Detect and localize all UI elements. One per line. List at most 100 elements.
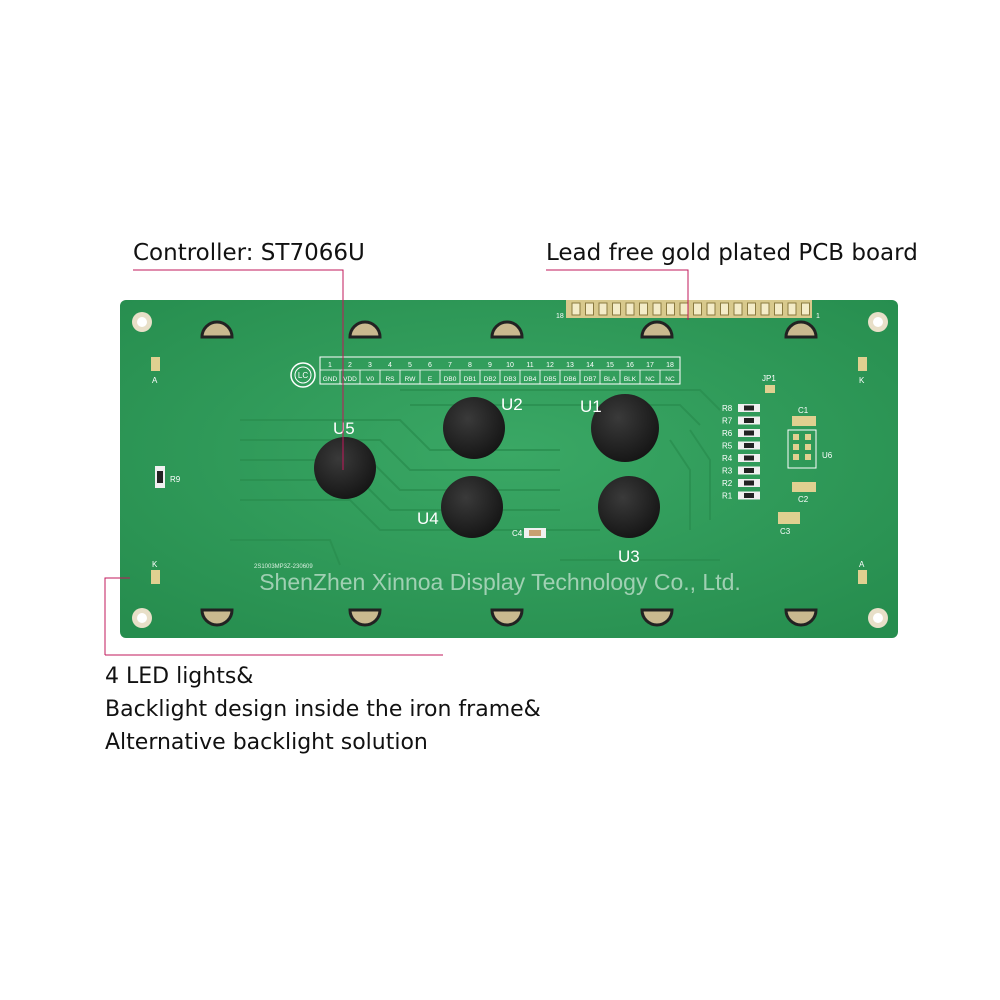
pin-name: DB7 — [584, 376, 597, 383]
pin-name: BLK — [624, 376, 637, 383]
resistor-label: R8 — [722, 404, 733, 413]
pin-number: 17 — [646, 362, 654, 369]
resistor-label: R6 — [722, 429, 733, 438]
pin-name: BLA — [604, 376, 617, 383]
header-pin — [706, 302, 716, 316]
pin-name: GND — [323, 376, 338, 383]
pin-name: VDD — [343, 376, 357, 383]
header-pin — [760, 302, 770, 316]
lc-logo: LC — [290, 362, 316, 388]
resistor-label: R2 — [722, 479, 733, 488]
chip-u5-label: U5 — [333, 419, 355, 438]
pin-number: 2 — [348, 362, 352, 369]
header-pin — [747, 302, 756, 316]
header-pin — [598, 302, 608, 316]
jp1-label: JP1 — [762, 374, 776, 383]
pin-number: 16 — [626, 362, 634, 369]
header-pin — [693, 302, 702, 316]
u6-chip-outline — [787, 429, 817, 469]
header-pin — [652, 302, 662, 316]
header-pin — [639, 302, 648, 316]
pin-name: RS — [385, 376, 395, 383]
header-pin — [720, 302, 729, 316]
c4-label: C4 — [512, 529, 523, 538]
chip-u3 — [598, 476, 660, 538]
r9-label: R9 — [170, 475, 181, 484]
pin-name: V0 — [366, 376, 374, 383]
pin-header — [566, 300, 812, 318]
u6-label: U6 — [822, 451, 833, 460]
pin-end-label: 1 — [816, 313, 820, 320]
pin-number: 10 — [506, 362, 514, 369]
pin-number: 4 — [388, 362, 392, 369]
pin-name: DB2 — [484, 376, 497, 383]
corner-label-tr: K — [859, 376, 865, 385]
pin-name: RW — [405, 376, 417, 383]
c1-label: C1 — [798, 406, 809, 415]
led-callout: 4 LED lights& Backlight design inside th… — [105, 660, 541, 759]
chip-u1 — [591, 394, 659, 462]
pin-number: 12 — [546, 362, 554, 369]
corner-label-bl: K — [152, 560, 158, 569]
chip-u5 — [314, 437, 376, 499]
mounting-holes — [132, 312, 888, 628]
pin-number: 15 — [606, 362, 614, 369]
header-pin — [585, 302, 594, 316]
chip-u4-label: U4 — [417, 509, 439, 528]
board-serial: 2S1003MP3Z-230609 — [254, 564, 313, 570]
corner-label-br: A — [859, 560, 865, 569]
pin-name: DB0 — [444, 376, 457, 383]
pin-name: DB5 — [544, 376, 557, 383]
resistor-label: R5 — [722, 442, 733, 451]
header-pin — [787, 302, 797, 316]
chip-u1-label: U1 — [580, 397, 602, 416]
pin-number: 8 — [468, 362, 472, 369]
pin-name: NC — [665, 376, 675, 383]
header-pin — [733, 302, 743, 316]
pin-number: 3 — [368, 362, 372, 369]
header-pin — [571, 302, 581, 316]
pin-number: 5 — [408, 362, 412, 369]
pin-number: 18 — [666, 362, 674, 369]
pin-number: 7 — [448, 362, 452, 369]
header-pin — [774, 302, 783, 316]
chip-u3-label: U3 — [618, 547, 640, 566]
svg-text:LC: LC — [298, 371, 308, 380]
header-pin — [666, 302, 675, 316]
pin-name: DB6 — [564, 376, 577, 383]
header-pin — [679, 302, 689, 316]
pin-number: 1 — [328, 362, 332, 369]
chip-u4 — [441, 476, 503, 538]
chip-u2 — [443, 397, 505, 459]
header-pin — [625, 302, 635, 316]
c2-label: C2 — [798, 495, 809, 504]
c2-capacitor — [792, 482, 816, 492]
pin-number: 9 — [488, 362, 492, 369]
watermark: ShenZhen Xinnoa Display Technology Co., … — [259, 569, 741, 595]
c1-capacitor — [792, 416, 816, 426]
controller-callout: Controller: ST7066U — [133, 240, 365, 266]
c3-label: C3 — [780, 527, 791, 536]
resistor-label: R3 — [722, 467, 733, 476]
resistor-label: R7 — [722, 417, 733, 426]
pin-name: DB1 — [464, 376, 477, 383]
c3-capacitor — [778, 512, 800, 524]
pin-table: 1GND2VDD3V04RS5RW6E7DB08DB19DB210DB311DB… — [319, 356, 681, 385]
resistor-label: R1 — [722, 492, 733, 501]
pin-name: DB4 — [524, 376, 537, 383]
pin-name: NC — [645, 376, 655, 383]
led-callout-line-1: 4 LED lights& — [105, 664, 254, 689]
pin-start-label: 18 — [556, 313, 564, 320]
header-pin — [612, 302, 621, 316]
frame-tabs — [200, 320, 818, 627]
resistor-label: R4 — [722, 454, 733, 463]
pin-number: 14 — [586, 362, 594, 369]
pcb-callout: Lead free gold plated PCB board — [546, 240, 918, 266]
led-callout-line-2: Backlight design inside the iron frame& — [105, 697, 541, 722]
pin-number: 13 — [566, 362, 574, 369]
chip-u2-label: U2 — [501, 395, 523, 414]
corner-label-tl: A — [152, 376, 158, 385]
callout-lines — [104, 269, 689, 656]
